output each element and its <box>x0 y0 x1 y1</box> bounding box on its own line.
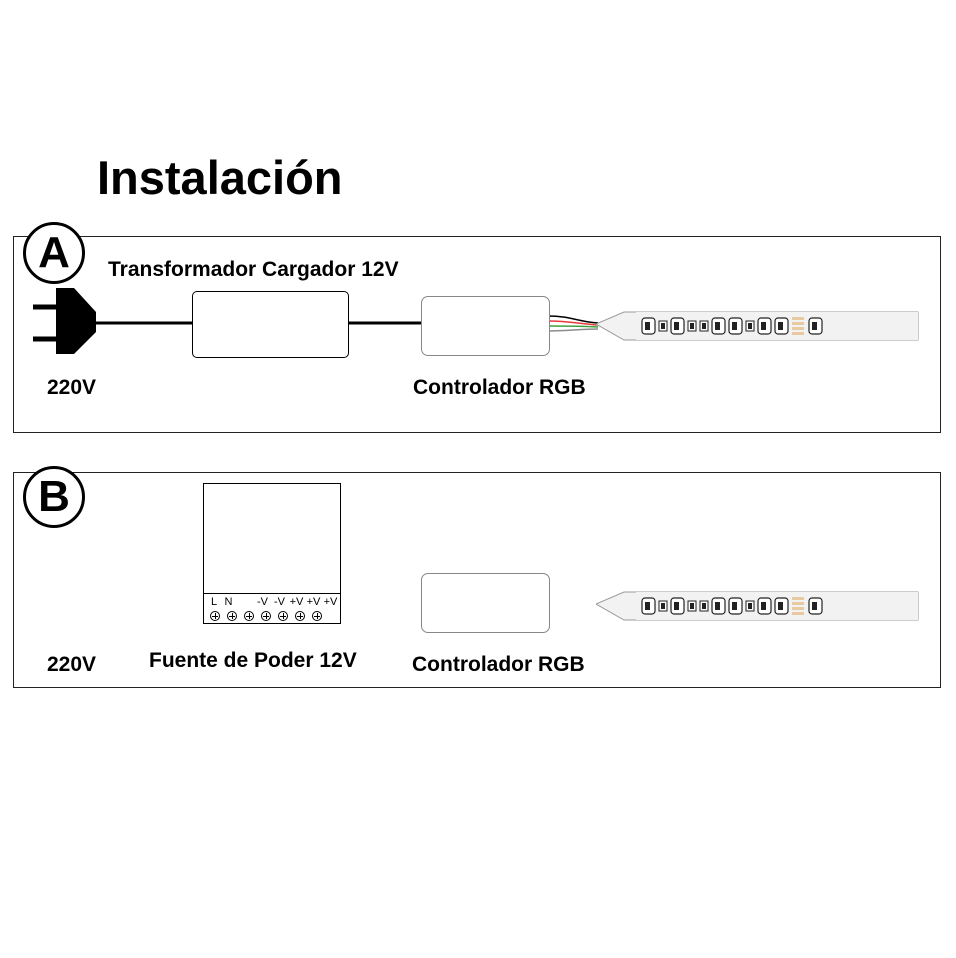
resistor-core <box>690 603 694 609</box>
psu-terminal-screws <box>210 611 329 621</box>
solder-pad <box>792 602 804 605</box>
panel-b-badge: B <box>23 466 85 528</box>
controller-label-b: Controlador RGB <box>412 653 585 676</box>
led-chip-core <box>812 602 817 610</box>
power-plug-icon <box>33 288 96 354</box>
led-chip-core <box>812 322 817 330</box>
screw-icon <box>295 611 305 621</box>
screw-icon <box>312 611 322 621</box>
led-chip-core <box>645 322 650 330</box>
transformer-label: Transformador Cargador 12V <box>108 258 399 281</box>
led-chip-core <box>715 602 720 610</box>
resistor-core <box>748 323 752 329</box>
led-chip-core <box>674 602 679 610</box>
solder-pad <box>792 332 804 335</box>
led-strip-b <box>596 591 919 621</box>
resistor-core <box>702 323 706 329</box>
screw-icon <box>261 611 271 621</box>
led-chip-core <box>674 322 679 330</box>
screw-icon <box>227 611 237 621</box>
solder-pad <box>792 322 804 325</box>
led-chip-core <box>761 602 766 610</box>
led-chip-core <box>732 322 737 330</box>
resistor-core <box>702 603 706 609</box>
transformer-box <box>192 291 349 358</box>
power-supply-box <box>203 483 341 624</box>
terminal-label-neg-v-1: -V <box>257 596 268 608</box>
solder-pad <box>792 597 804 600</box>
input-voltage-label-a: 220V <box>47 376 97 399</box>
led-chip-core <box>715 322 720 330</box>
terminal-label-l: L <box>210 596 218 608</box>
solder-pad <box>792 327 804 330</box>
terminal-label-n: N <box>224 596 233 608</box>
controller-label-a: Controlador RGB <box>413 376 586 399</box>
panel-a-badge: A <box>23 222 85 284</box>
solder-pad <box>792 607 804 610</box>
resistor-core <box>661 323 665 329</box>
psu-terminal-labels: L N -V -V +V +V +V <box>208 597 339 608</box>
led-chip-core <box>778 602 783 610</box>
controller-output-wires-a <box>547 315 599 332</box>
terminal-label-pos-v-2: +V <box>306 596 321 608</box>
psu-label: Fuente de Poder 12V <box>149 649 357 672</box>
solder-pad <box>792 612 804 615</box>
screw-icon <box>278 611 288 621</box>
resistor-core <box>690 323 694 329</box>
led-strip-a <box>596 311 919 341</box>
led-chip-core <box>761 322 766 330</box>
led-chip-core <box>778 322 783 330</box>
controller-box-a <box>421 296 550 356</box>
resistor-core <box>748 603 752 609</box>
screw-icon <box>244 611 254 621</box>
led-chip-core <box>732 602 737 610</box>
page-title: Instalación <box>97 151 343 204</box>
terminal-label-neg-v-2: -V <box>274 596 285 608</box>
input-voltage-label-b: 220V <box>47 653 97 676</box>
screw-icon <box>210 611 220 621</box>
led-chip-core <box>645 602 650 610</box>
terminal-label-pos-v-3: +V <box>323 596 338 608</box>
solder-pad <box>792 317 804 320</box>
resistor-core <box>661 603 665 609</box>
terminal-label-ground <box>237 597 254 608</box>
controller-box-b <box>421 573 550 633</box>
terminal-label-pos-v-1: +V <box>289 596 304 608</box>
